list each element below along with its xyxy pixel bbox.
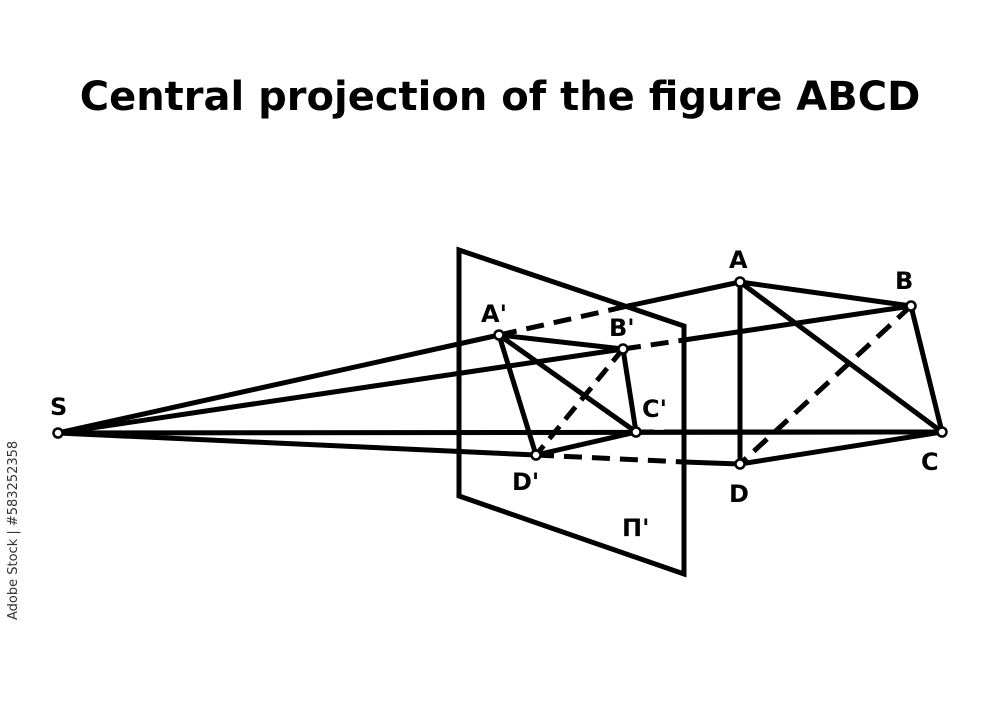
point-d-prime: [530, 449, 542, 461]
hidden-ray-segments: [498, 303, 685, 465]
edge-cd: [737, 429, 945, 467]
edge-a-b-prime: [496, 332, 626, 352]
label-s: S: [50, 393, 67, 421]
label-b: B: [895, 267, 913, 295]
point-markers: [52, 276, 948, 470]
ray-b-hidden: [622, 337, 685, 352]
point-b-prime: [617, 343, 629, 355]
ray-d-hidden: [535, 452, 685, 465]
ray-d-continuation: [681, 459, 743, 467]
stock-watermark: Adobe Stock | #583252358: [6, 440, 21, 620]
point-c: [936, 426, 948, 438]
label-d: D: [729, 480, 749, 508]
edge-b-c-prime: [620, 346, 639, 435]
edge-ab: [737, 279, 914, 309]
point-c-prime: [630, 426, 642, 438]
label-d-prime: D': [512, 468, 539, 496]
ray-a-hidden: [498, 303, 629, 338]
label-c-prime: C': [642, 395, 667, 423]
ray-s-b: [55, 346, 626, 436]
point-d: [734, 458, 746, 470]
ray-s-d: [55, 430, 539, 458]
label-c: C: [921, 448, 939, 476]
label-a: A: [729, 246, 748, 274]
label-a-prime: A': [481, 300, 507, 328]
projection-plane: [456, 246, 687, 578]
point-b: [905, 300, 917, 312]
diagonal-ac: [737, 279, 945, 435]
figure-abcd-prime: [496, 332, 639, 458]
ray-a-continuation: [625, 279, 743, 309]
label-b-prime: B': [609, 314, 635, 342]
diagonal-bd: [738, 304, 913, 466]
projecting-rays: [55, 279, 945, 467]
point-a-prime: [493, 329, 505, 341]
diagram-title: Central projection of the figure ABCD: [79, 74, 921, 120]
label-plane: Π': [622, 514, 649, 542]
diagonal-a-c-prime: [496, 332, 639, 435]
diagonal-b-d-prime: [534, 347, 625, 457]
edge-bc: [908, 303, 945, 435]
point-s: [52, 427, 64, 439]
figure-abcd: [737, 279, 945, 467]
point-a: [734, 276, 746, 288]
ray-s-a: [55, 332, 502, 436]
edge-c-d-prime: [533, 429, 639, 458]
edge-d-a-prime: [496, 332, 539, 458]
